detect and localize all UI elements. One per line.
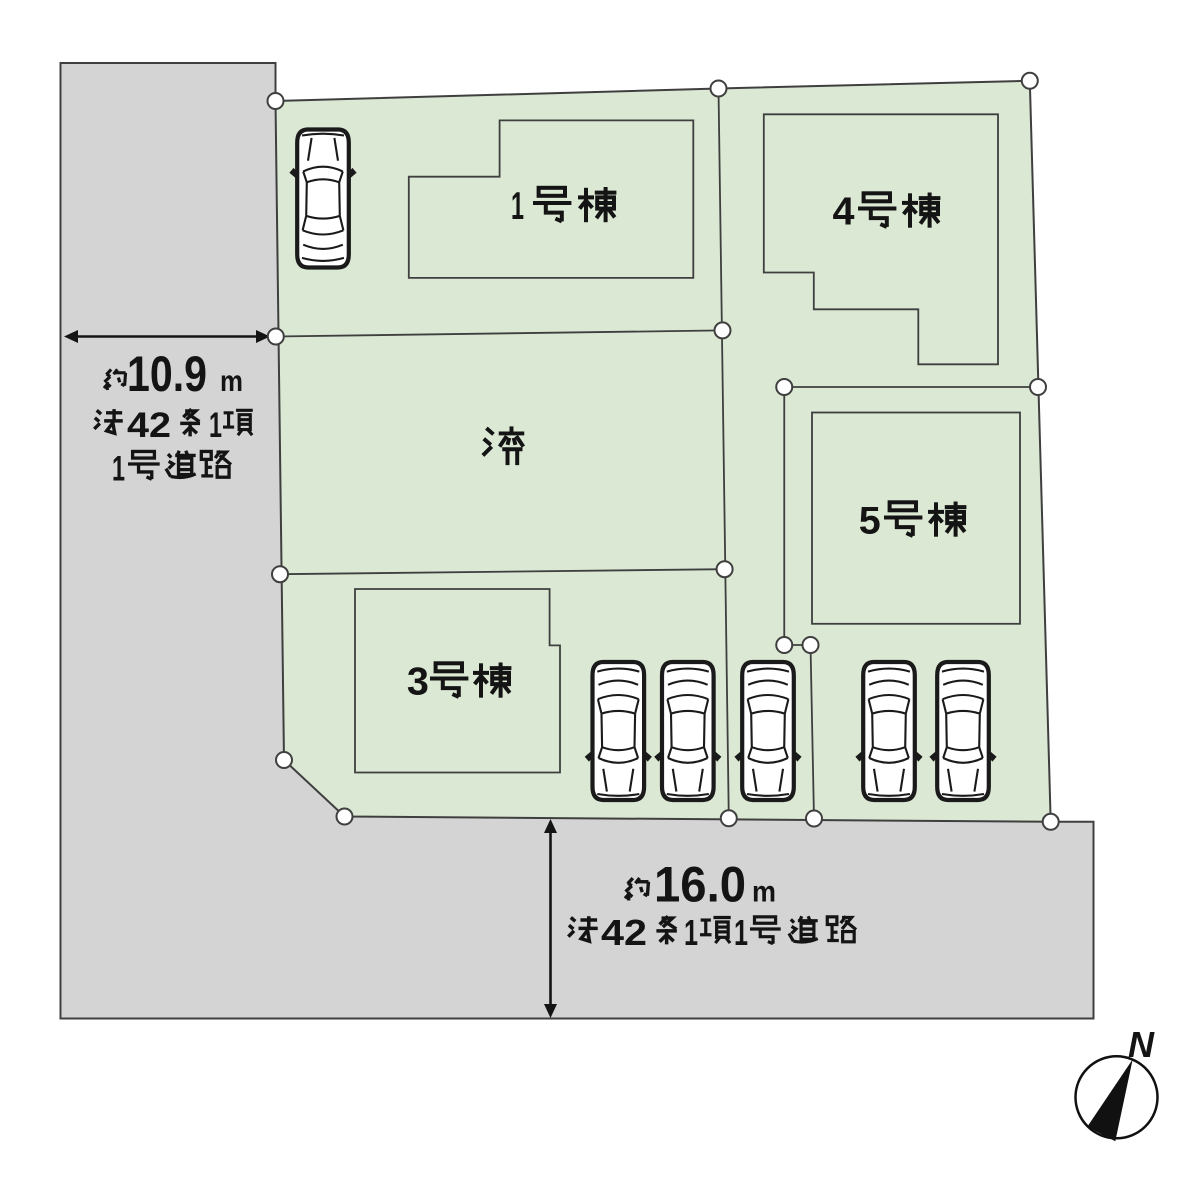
svg-text:1: 1 — [209, 406, 222, 445]
svg-text:10.9: 10.9 — [127, 346, 207, 402]
svg-text:5: 5 — [859, 500, 881, 543]
svg-text:m: m — [220, 365, 243, 398]
svg-text:3: 3 — [407, 661, 429, 704]
svg-text:4: 4 — [833, 191, 855, 234]
svg-text:1: 1 — [112, 450, 125, 489]
svg-text:42: 42 — [127, 406, 171, 445]
svg-text:1: 1 — [684, 912, 698, 953]
svg-text:1: 1 — [734, 912, 748, 953]
svg-text:1: 1 — [511, 185, 524, 228]
svg-text:N: N — [1128, 1024, 1155, 1065]
svg-text:m: m — [752, 876, 776, 909]
svg-text:16.0: 16.0 — [654, 857, 746, 913]
svg-text:42: 42 — [601, 912, 647, 953]
